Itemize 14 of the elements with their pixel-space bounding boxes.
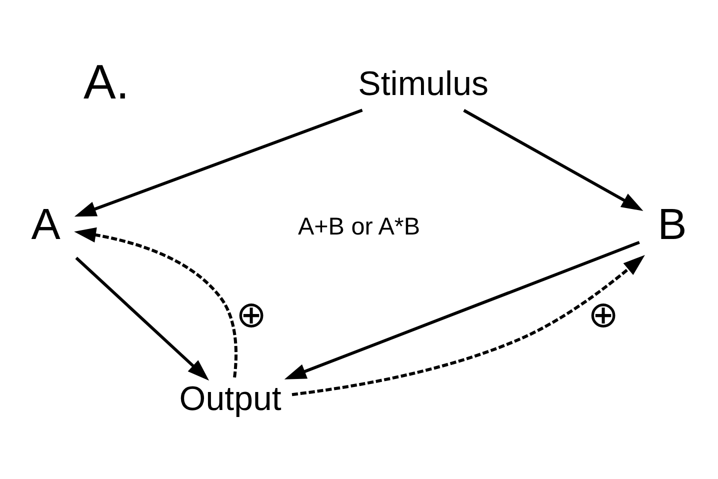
arrow [75, 256, 210, 380]
edge-label: ⊕ [236, 293, 266, 334]
node-text: B [658, 200, 687, 249]
label: A. [84, 55, 130, 110]
node-text: Stimulus [358, 64, 488, 102]
label: A+B or A*B [298, 213, 420, 240]
edge-label: ⊕ [588, 293, 618, 334]
node-text: Output [179, 379, 282, 418]
arrow [284, 240, 640, 379]
arrow [74, 226, 238, 378]
arrow [463, 108, 644, 210]
node-text: A [31, 200, 60, 249]
arrow [74, 108, 363, 216]
arrow [292, 254, 645, 396]
